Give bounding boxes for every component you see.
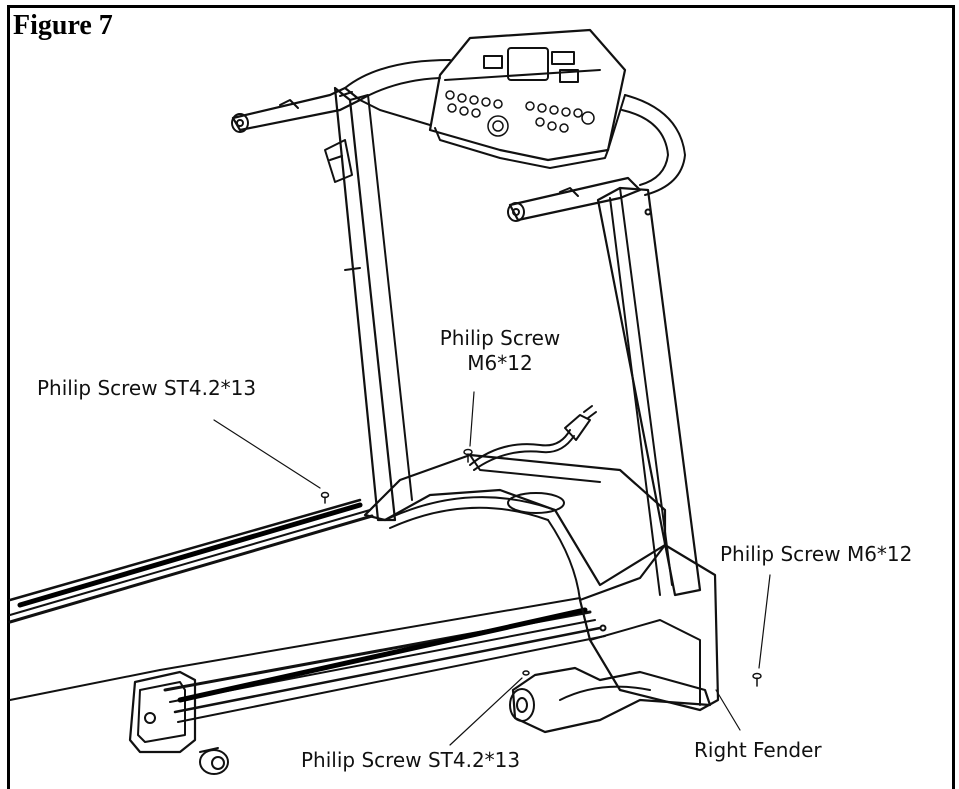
figure-border [7,5,955,789]
console [428,28,627,169]
leader-lines [213,391,771,746]
power-cord [469,405,597,471]
callout-screw-m6-center: Philip Screw M6*12 [430,326,570,376]
leader-line-m6-center [469,391,475,447]
left-handlebar [231,59,451,183]
leader-line-st-bottom [449,677,523,746]
callout-right-fender: Right Fender [694,738,822,762]
leader-line-right-fender [715,689,741,731]
screw-st-bottom [522,670,530,676]
screw-st-left [320,491,330,504]
leader-line-m6-right [758,574,771,669]
callout-screw-m6-center-line2: M6*12 [467,351,533,375]
right-handlebar [507,94,686,222]
treadmill-deck [8,498,606,775]
callout-screw-st-left: Philip Screw ST4.2*13 [37,376,257,400]
callout-screw-m6-center-line1: Philip Screw [439,326,561,350]
screw-m6-center [463,448,473,463]
callout-screw-m6-right: Philip Screw M6*12 [720,542,913,566]
motor-hood [363,453,667,601]
leader-line-st-left [213,419,321,489]
callout-screw-st-bottom: Philip Screw ST4.2*13 [301,748,521,772]
right-fender [509,543,720,734]
figure-title: Figure 7 [13,10,113,41]
screw-m6-right [752,672,762,687]
right-upright [596,186,702,597]
